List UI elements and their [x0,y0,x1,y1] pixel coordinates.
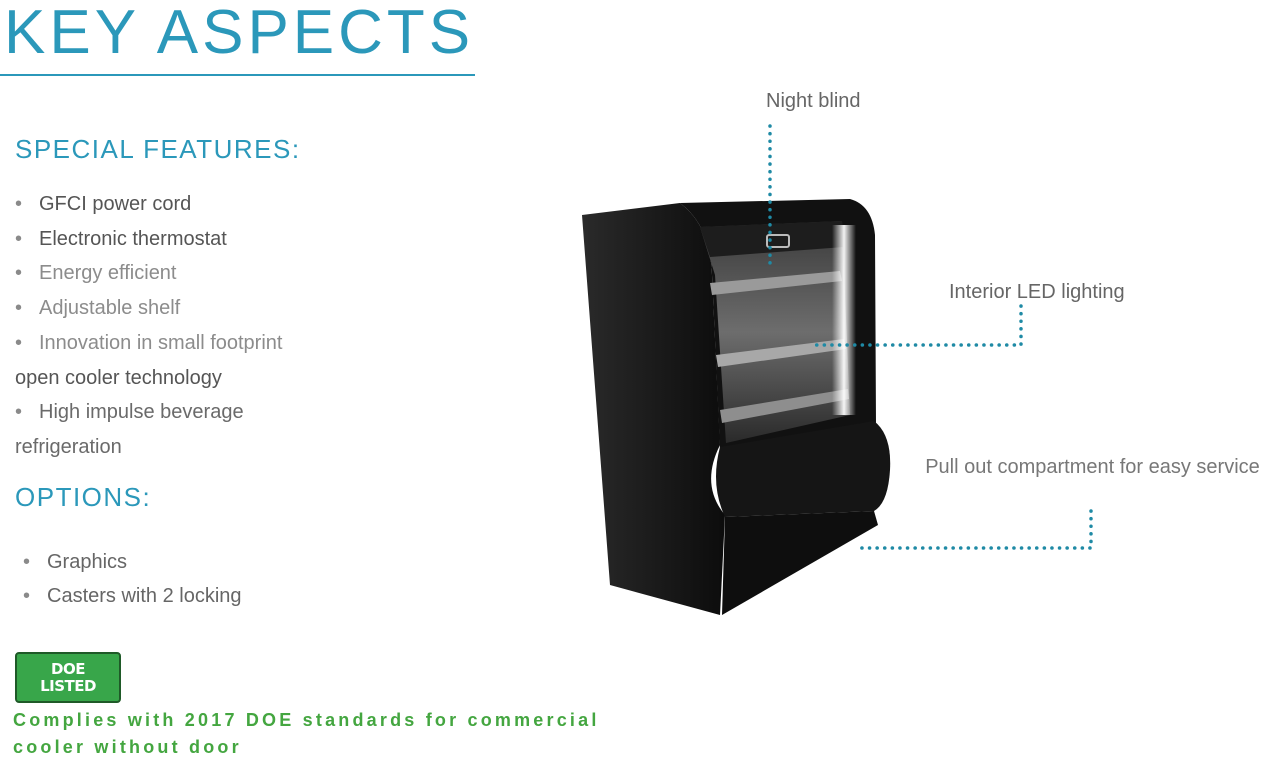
options-heading: OPTIONS: [15,482,152,512]
bullet-icon: • [15,193,23,215]
feature-text: GFCI power cord [39,193,192,215]
feature-item: • GFCI power cord [15,192,191,216]
special-features-heading: SPECIAL FEATURES: [15,134,301,164]
compliance-note: Complies with 2017 DOE standards for com… [13,710,600,757]
feature-item-continued: open cooler technology [15,366,222,390]
bullet-icon: • [23,551,31,573]
option-item: • Casters with 2 locking [23,584,242,608]
badge-line-1: DOE [51,659,85,678]
feature-text: Energy efficient [39,262,177,284]
cabinet-base [722,511,878,615]
badge-line-2: LISTED [40,676,96,695]
feature-item: • Innovation in small footprint [15,331,282,355]
interior-led-callout: Interior LED lighting [949,281,1125,303]
night-blind-handle [766,234,790,248]
pull-out-compartment [716,421,891,517]
led-light-strip [832,225,856,415]
feature-item-continued: refrigeration [15,435,122,459]
option-text: Casters with 2 locking [47,585,242,607]
night-blind-housing [700,221,844,257]
title-divider [0,74,475,76]
feature-item: • Electronic thermostat [15,227,227,251]
bullet-icon: • [15,228,23,250]
option-item: • Graphics [23,550,127,574]
feature-text: High impulse beverage [39,401,244,423]
bullet-icon: • [15,297,23,319]
feature-item: • Energy efficient [15,261,177,285]
feature-item: • Adjustable shelf [15,296,180,320]
page-title: KEY ASPECTS [4,0,475,67]
doe-listed-badge: DOE LISTED [15,652,121,703]
bullet-icon: • [15,262,23,284]
cooler-shelf [710,271,842,295]
open-cooler-image [582,199,891,615]
option-text: Graphics [47,551,128,573]
bullet-icon: • [15,332,23,354]
feature-item: • High impulse beverage [15,400,244,424]
feature-text: refrigeration [15,436,122,458]
feature-text: Adjustable shelf [39,297,181,319]
feature-text: open cooler technology [15,367,222,389]
cabinet-side-panel [582,203,725,615]
bullet-icon: • [15,401,23,423]
cooler-shelf [720,389,849,423]
feature-text: Electronic thermostat [39,228,227,250]
feature-text: Innovation in small footprint [39,332,283,354]
night-blind-callout: Night blind [766,90,861,112]
bullet-icon: • [23,585,31,607]
pull-out-callout: Pull out compartment for easy service [925,456,1260,478]
